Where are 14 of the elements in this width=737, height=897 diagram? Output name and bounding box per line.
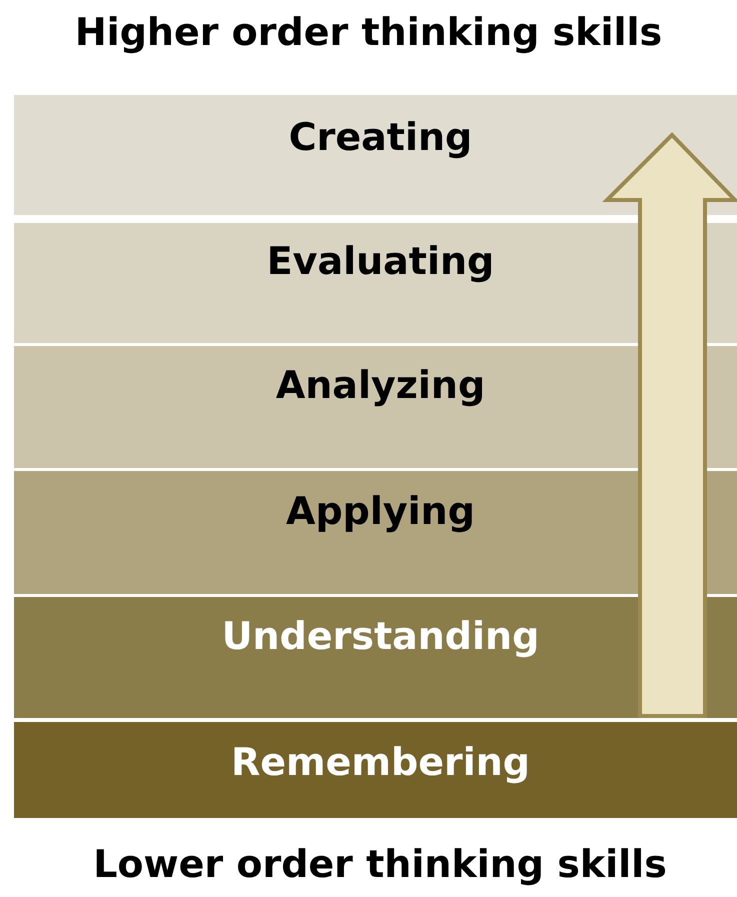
- title: Higher order thinking skills: [74, 10, 664, 54]
- level-band: [14, 471, 737, 594]
- level-label: Creating: [288, 115, 474, 159]
- level-band: [14, 346, 737, 468]
- caption: Lower order thinking skills: [92, 842, 668, 886]
- level-label: Remembering: [230, 740, 531, 784]
- level-band: [14, 597, 737, 718]
- level-band: [14, 223, 737, 343]
- level-label: Applying: [285, 488, 476, 532]
- level-label: Understanding: [220, 614, 540, 658]
- level-band: [14, 722, 737, 818]
- level-band: [14, 95, 737, 215]
- level-label: Analyzing: [274, 363, 486, 407]
- level-label: Evaluating: [266, 239, 496, 283]
